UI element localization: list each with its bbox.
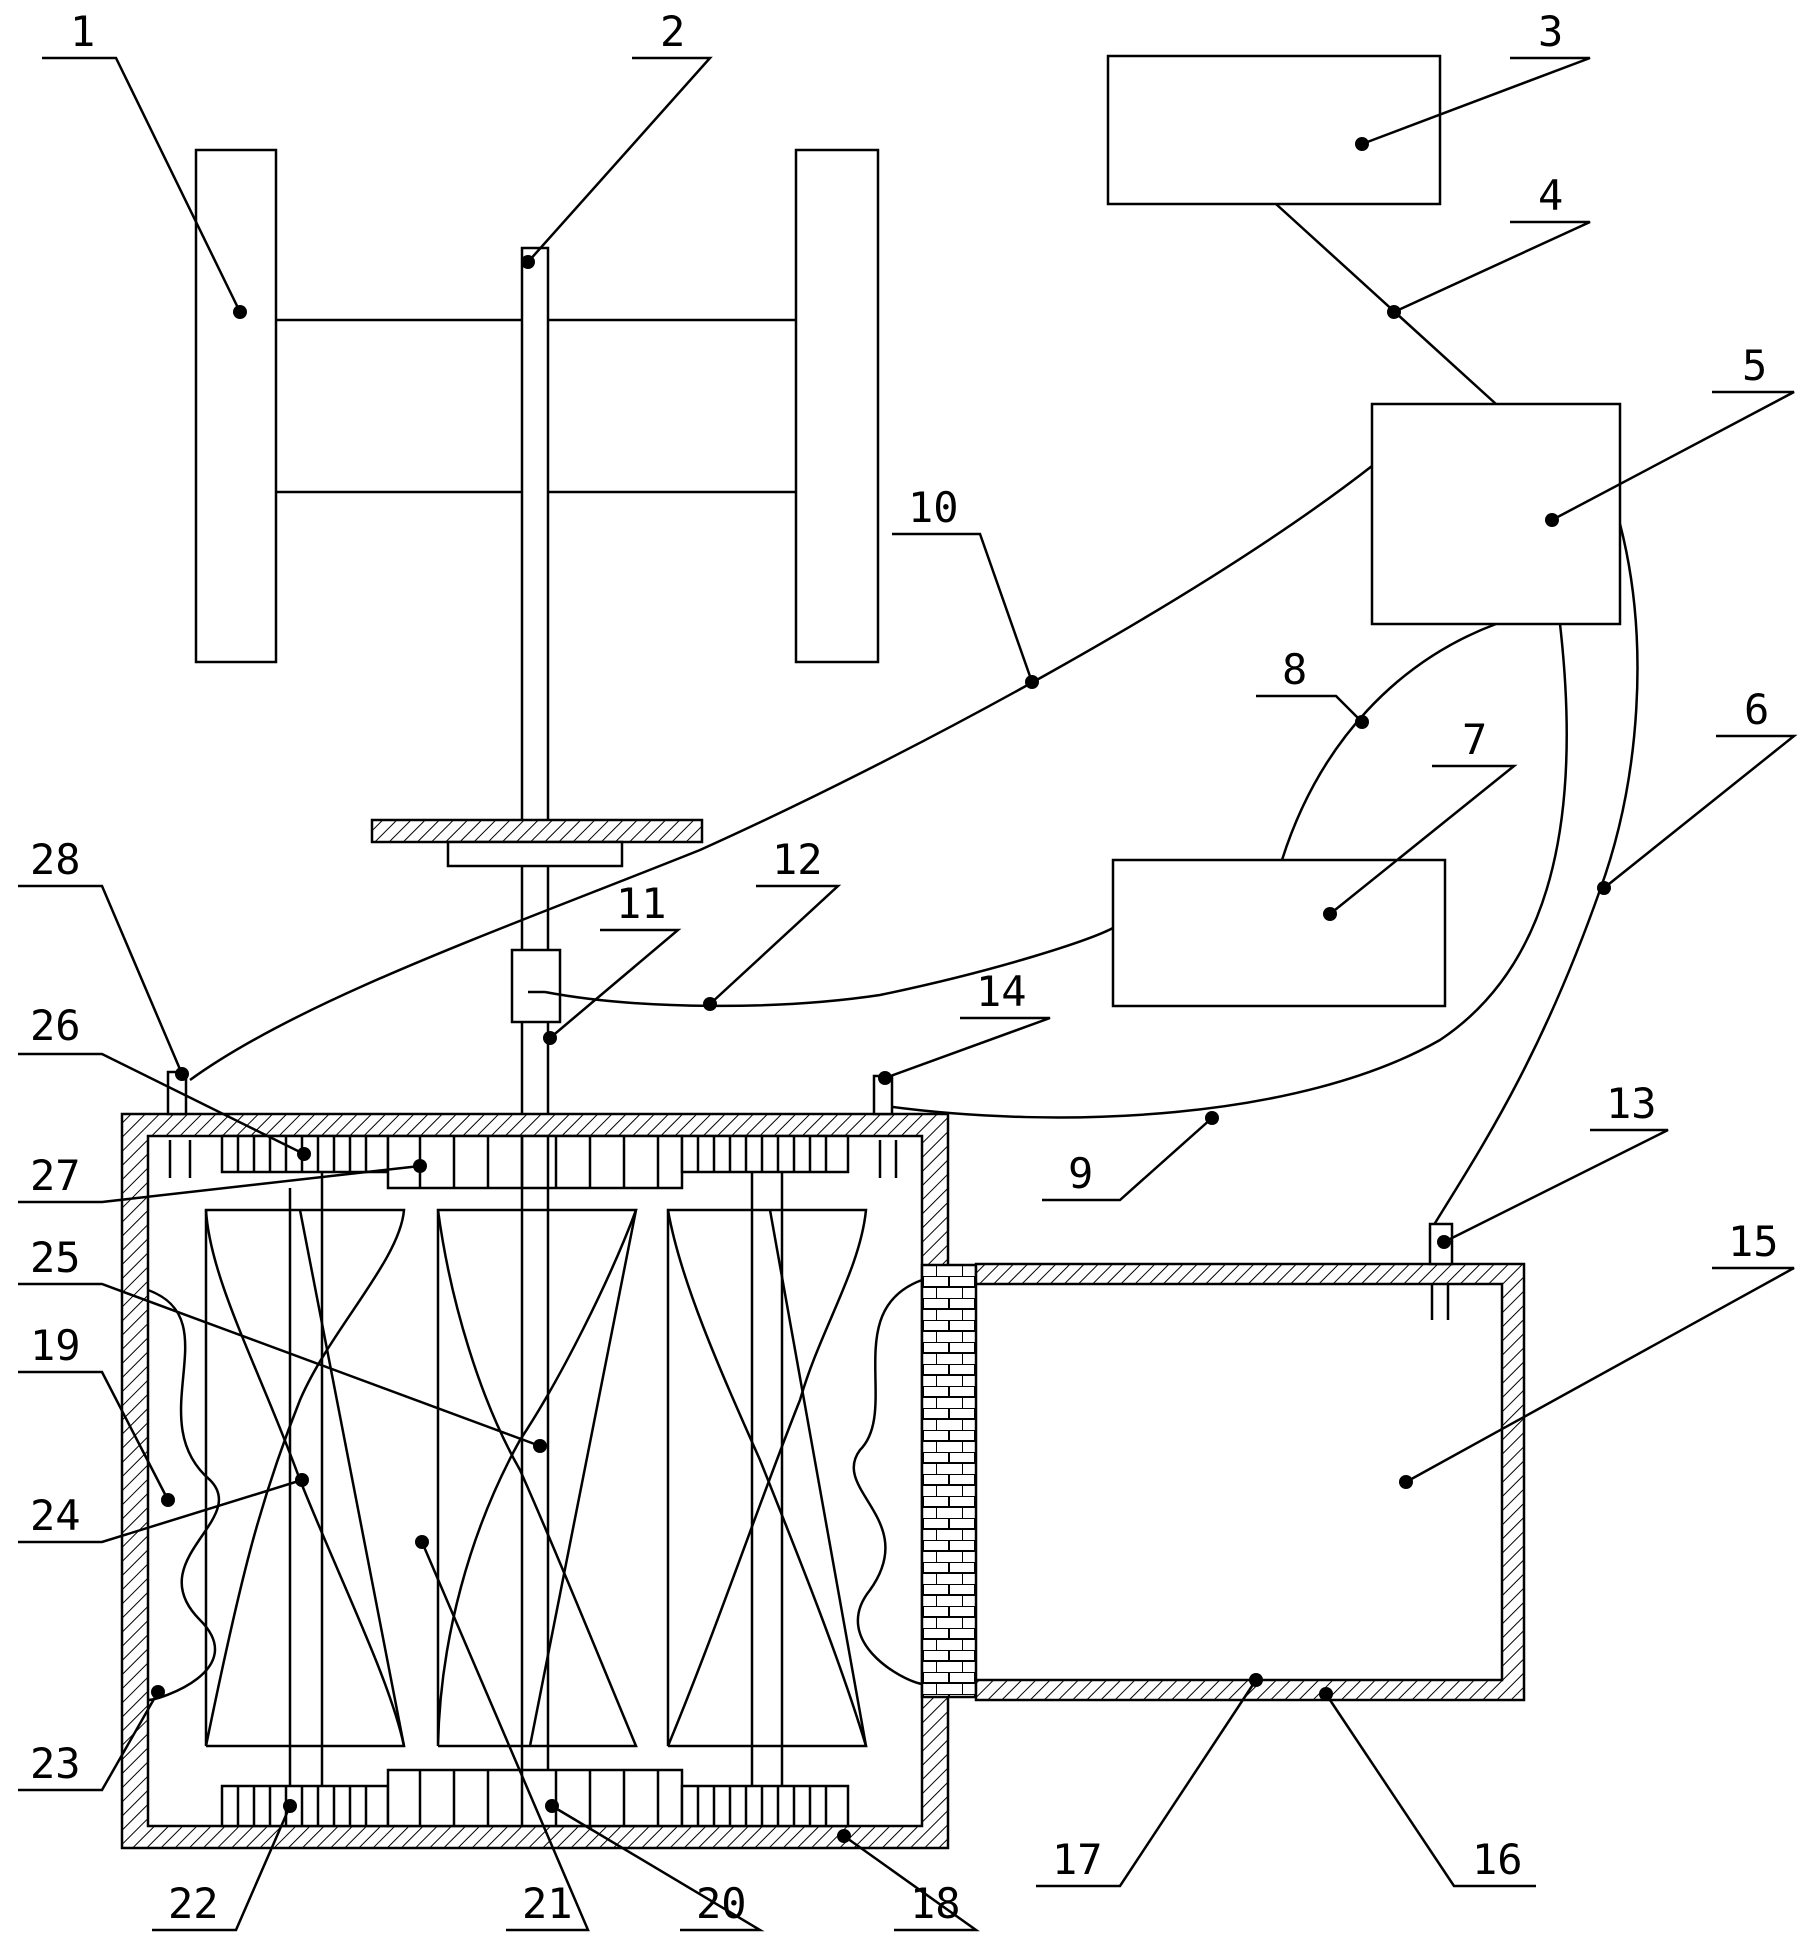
- label-14: 14: [976, 967, 1027, 1016]
- label-11: 11: [616, 879, 667, 928]
- label-10: 10: [908, 483, 959, 532]
- wire-8: [1280, 622, 1497, 861]
- label-9: 9: [1068, 1149, 1093, 1198]
- label-19: 19: [30, 1321, 81, 1370]
- box-7: [1111, 858, 1447, 1008]
- label-27: 27: [30, 1151, 81, 1200]
- box-5-controller: [1370, 402, 1622, 626]
- rotor-blade-right: [794, 148, 880, 664]
- wire-10: [189, 465, 1373, 1082]
- label-18: 18: [910, 1879, 961, 1928]
- label-8: 8: [1282, 645, 1307, 694]
- label-3: 3: [1538, 7, 1563, 56]
- side-chamber: [974, 1262, 1526, 1702]
- shaft-sensor: [510, 948, 562, 1024]
- label-5: 5: [1742, 341, 1767, 390]
- label-23: 23: [30, 1739, 81, 1788]
- leader-lines: [18, 56, 1798, 1932]
- wire-9: [884, 623, 1568, 1119]
- label-16: 16: [1472, 1835, 1523, 1884]
- box-3: [1106, 54, 1442, 206]
- label-22: 22: [168, 1879, 219, 1928]
- label-2: 2: [660, 7, 685, 56]
- wire-12: [544, 926, 1114, 1008]
- top-gear-rack: [220, 1134, 850, 1190]
- label-20: 20: [696, 1879, 747, 1928]
- label-24: 24: [30, 1491, 81, 1540]
- flange-plate: [370, 818, 704, 844]
- flange-hub: [446, 840, 624, 868]
- rotor-assembly: [194, 148, 880, 664]
- wavy-tube-right: [852, 1278, 923, 1686]
- main-housing: [120, 1112, 950, 1850]
- vertical-shafts: [288, 1136, 784, 1786]
- label-12: 12: [772, 835, 823, 884]
- label-15: 15: [1728, 1217, 1779, 1266]
- part-labels: 1 2 3 4 5 6 7 8 9 10 11 12 13 14 15 16 1…: [30, 7, 1779, 1928]
- label-4: 4: [1538, 171, 1563, 220]
- label-13: 13: [1606, 1079, 1657, 1128]
- rotor-blade-left: [194, 148, 278, 664]
- label-21: 21: [522, 1879, 573, 1928]
- label-17: 17: [1052, 1835, 1103, 1884]
- label-6: 6: [1744, 685, 1769, 734]
- label-28: 28: [30, 835, 81, 884]
- wire-4: [1275, 203, 1497, 405]
- bottom-gear-rack: [220, 1768, 850, 1828]
- leader-dots: [151, 137, 1611, 1843]
- wavy-tube-left: [147, 1288, 221, 1702]
- label-7: 7: [1462, 715, 1487, 764]
- twisted-blades: [204, 1208, 868, 1748]
- brick-wall: [920, 1263, 978, 1699]
- label-25: 25: [30, 1233, 81, 1282]
- label-26: 26: [30, 1001, 81, 1050]
- label-1: 1: [70, 7, 95, 56]
- top-tick-marks: [168, 1140, 898, 1178]
